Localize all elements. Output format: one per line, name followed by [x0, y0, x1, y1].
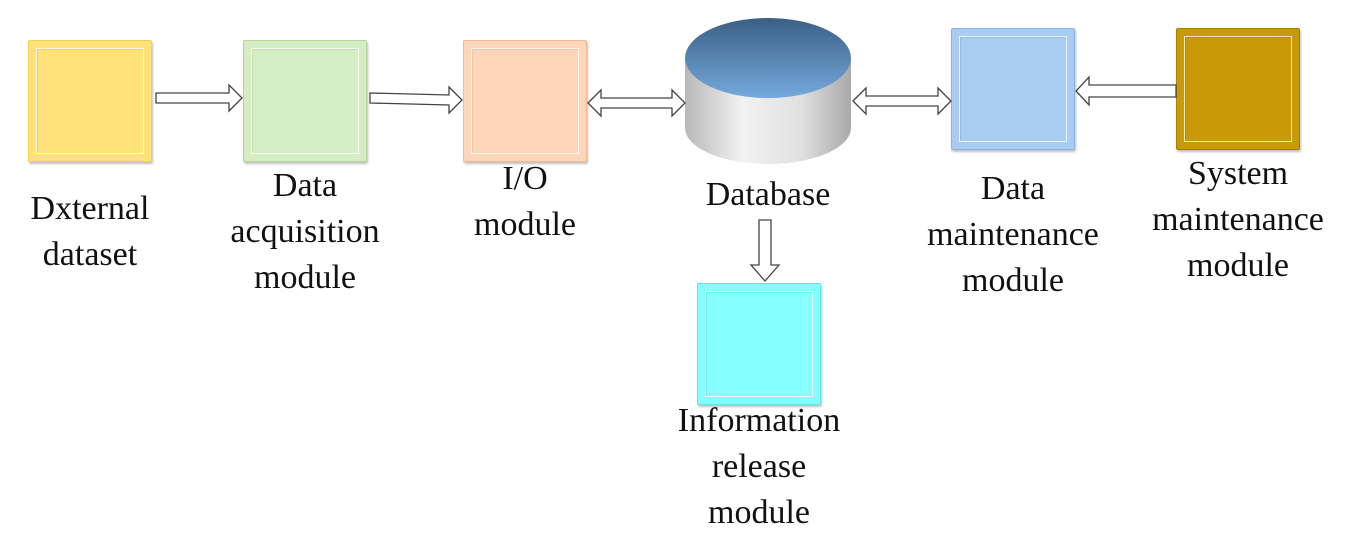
label-line: module — [962, 262, 1064, 299]
arrow-external-to-acquisition — [155, 83, 243, 113]
system-maintenance-box-inner — [1184, 36, 1292, 142]
label-line: System — [1187, 155, 1289, 192]
external-dataset-label: Dxternal dataset — [0, 186, 180, 278]
arrow-acquisition-to-io — [369, 85, 463, 115]
label-line: module — [254, 259, 356, 296]
label-line: acquisition — [230, 213, 380, 250]
arrow-io-database-bidirectional — [587, 88, 686, 118]
data-maintenance-box — [951, 28, 1075, 150]
label-line: maintenance — [1152, 201, 1324, 238]
system-maintenance-box — [1176, 28, 1300, 150]
arrow-database-maintenance-bidirectional — [852, 86, 952, 116]
information-release-box-inner — [705, 291, 813, 397]
io-module-box-inner — [471, 48, 579, 154]
system-maintenance-label: System maintenance module — [1128, 151, 1348, 289]
io-module-label: I/O module — [435, 156, 615, 248]
label-line: Database — [705, 176, 831, 213]
database-cylinder-top — [685, 18, 851, 98]
arrow-system-to-data-maintenance — [1075, 75, 1177, 107]
database-cylinder — [685, 18, 851, 164]
external-dataset-box — [28, 40, 152, 162]
data-acquisition-box-inner — [251, 48, 359, 154]
data-acquisition-box — [243, 40, 367, 162]
arrow-database-to-information-release — [749, 219, 781, 282]
data-acquisition-label: Data acquisition module — [205, 163, 405, 301]
label-line: module — [708, 494, 810, 531]
label-line: dataset — [42, 236, 138, 273]
label-line: module — [474, 206, 576, 243]
io-module-box — [463, 40, 587, 162]
label-line: I/O — [502, 160, 548, 197]
label-line: Data — [980, 170, 1046, 207]
label-line: release — [711, 448, 807, 485]
label-line: Dxternal — [30, 190, 150, 227]
information-release-label: Information release module — [649, 398, 869, 536]
external-dataset-box-inner — [36, 48, 144, 154]
label-line: module — [1187, 247, 1289, 284]
database-label: Database — [668, 172, 868, 218]
data-maintenance-box-inner — [959, 36, 1067, 142]
data-maintenance-label: Data maintenance module — [903, 166, 1123, 304]
label-line: Information — [677, 402, 841, 439]
information-release-box — [697, 283, 821, 405]
label-line: maintenance — [927, 216, 1099, 253]
label-line: Data — [272, 167, 338, 204]
